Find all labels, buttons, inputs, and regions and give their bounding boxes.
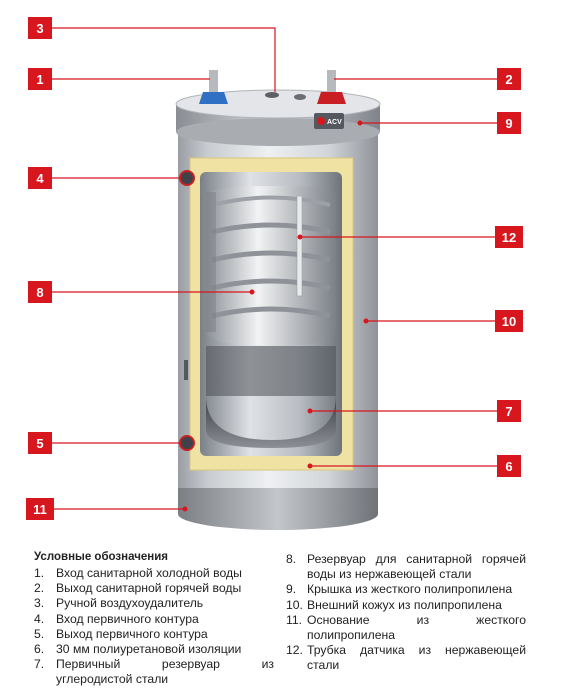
primary-outlet-port	[179, 435, 195, 451]
legend-item: 9.Крышка из жесткого полипропилена	[286, 582, 513, 597]
marker-2: 2	[497, 68, 521, 90]
leader-lines	[48, 27, 497, 510]
svg-text:10: 10	[502, 314, 516, 329]
svg-text:8: 8	[36, 285, 43, 300]
svg-text:12: 12	[502, 230, 516, 245]
marker-3: 3	[28, 17, 52, 39]
side-port	[184, 360, 188, 380]
primary-inlet-port	[179, 170, 195, 186]
svg-text:9: 9	[505, 116, 512, 131]
svg-text:1: 1	[36, 72, 43, 87]
legend-item: 4.Вход первичного контура	[34, 611, 199, 626]
stainless-tank	[206, 186, 336, 346]
svg-text:6: 6	[505, 459, 512, 474]
marker-6: 6	[497, 455, 521, 477]
sensor-tube	[296, 195, 303, 297]
leader-dots	[182, 120, 369, 512]
marker-8: 8	[28, 281, 52, 303]
brand-label: ACV	[327, 119, 342, 126]
marker-4: 4	[28, 167, 52, 189]
hot-water-outlet	[317, 70, 346, 104]
legend-item: 10.Внешний кожух из полипропилена	[286, 597, 502, 612]
primary-water-space	[206, 346, 336, 396]
legend-column-right: 8.Резервуар для санитарной горячей воды …	[286, 552, 526, 674]
marker-12: 12	[495, 226, 523, 248]
legend-item: 5.Выход первичного контура	[34, 626, 208, 641]
marker-5: 5	[28, 432, 52, 454]
svg-text:4: 4	[36, 171, 44, 186]
legend-item: 11.Основание из жесткого полипропилена	[286, 612, 526, 643]
marker-11: 11	[26, 498, 54, 520]
marker-7: 7	[497, 400, 521, 422]
cold-water-inlet	[199, 70, 228, 104]
brand-logo: ACV	[314, 113, 344, 129]
legend-item: 8.Резервуар для санитарной горячей воды …	[286, 552, 526, 582]
legend-item: 2.Выход санитарной горячей воды	[34, 581, 242, 596]
boiler-diagram: ACV	[26, 17, 523, 530]
legend-item: 6.30 мм полиуретановой изоляции	[34, 642, 242, 657]
legend: Условные обозначения 1.Вход санитарной х…	[0, 545, 561, 696]
marker-10: 10	[495, 310, 523, 332]
marker-1: 1	[28, 68, 52, 90]
legend-item: 1.Вход санитарной холодной воды	[34, 566, 242, 580]
legend-column-left: 1.Вход санитарной холодной воды 2.Выход …	[34, 566, 274, 688]
svg-text:2: 2	[505, 72, 512, 87]
svg-text:7: 7	[505, 404, 512, 419]
svg-text:5: 5	[36, 436, 43, 451]
legend-title: Условные обозначения	[34, 551, 169, 563]
svg-text:3: 3	[36, 21, 43, 36]
legend-item: 3.Ручной воздухоудалитель	[34, 596, 204, 611]
legend-item: 12.Трубка датчика из нержавеющей стали	[286, 643, 526, 673]
marker-9: 9	[497, 112, 521, 134]
air-vent	[265, 92, 306, 100]
legend-item: 7.Первичный резервуар из углеродистой ст…	[34, 657, 274, 687]
svg-text:11: 11	[33, 502, 47, 517]
